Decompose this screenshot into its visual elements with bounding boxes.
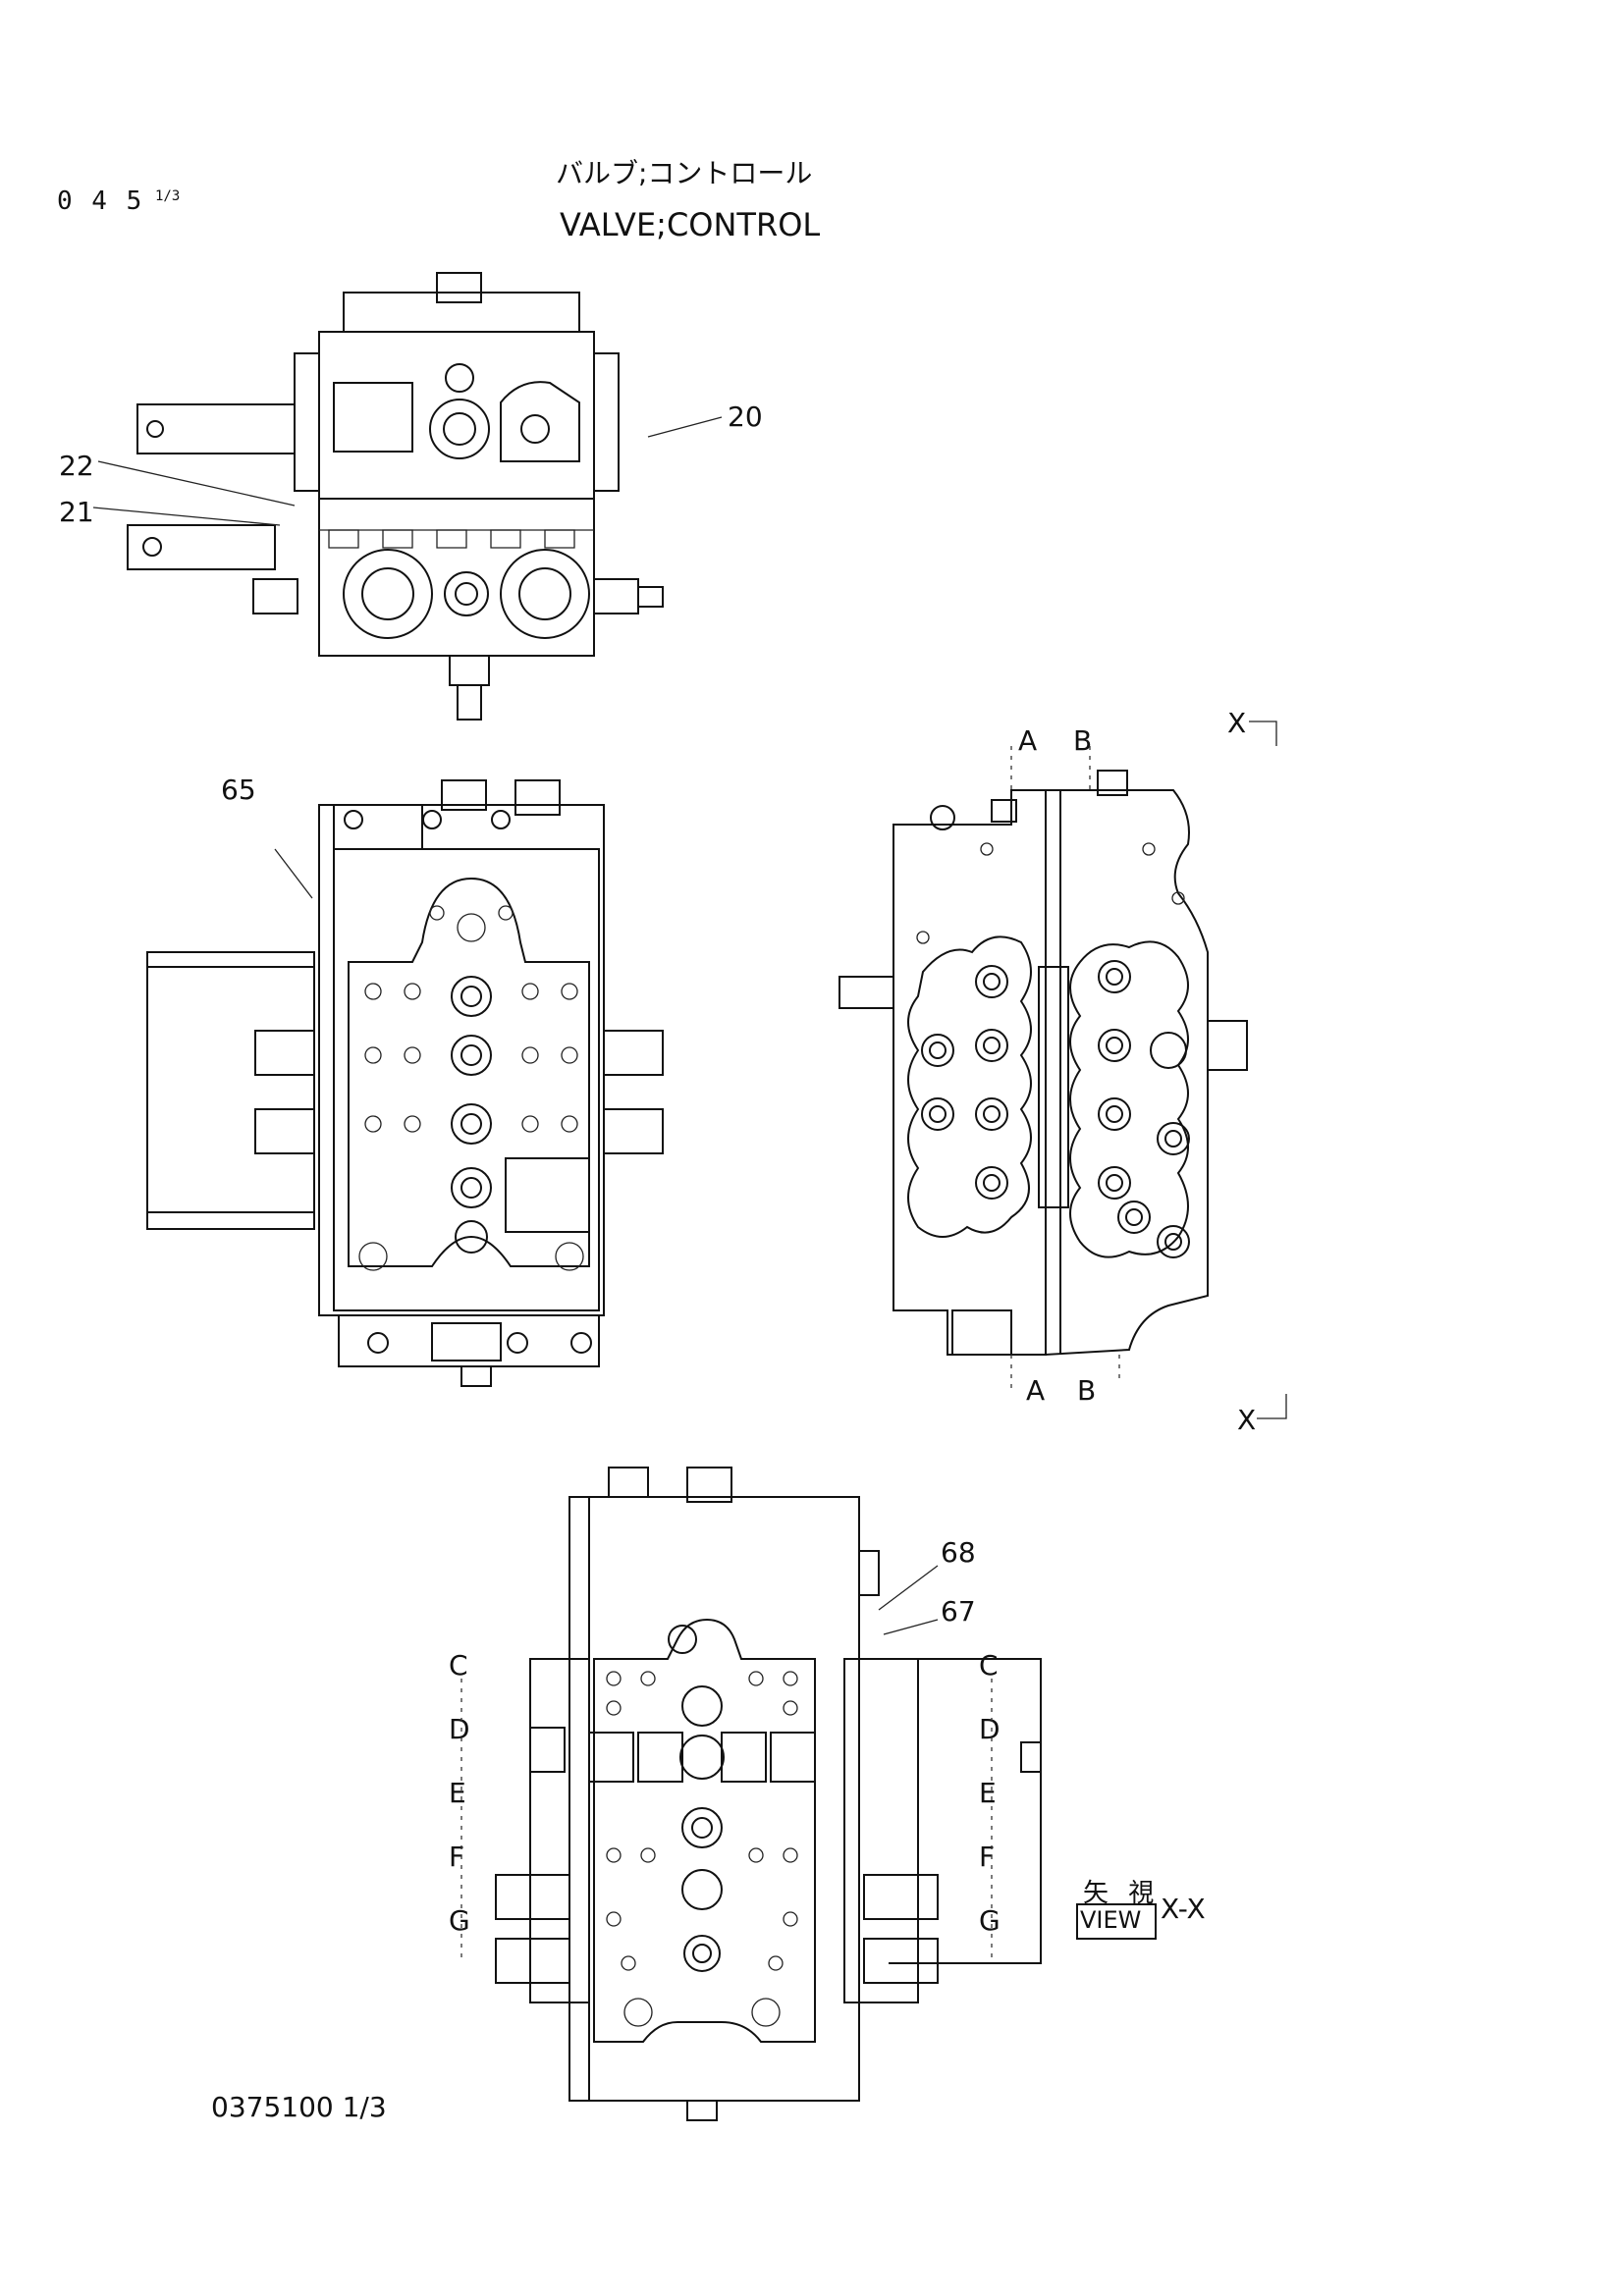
view-letter-left-e: E: [449, 1777, 466, 1809]
front-view-side-block: [147, 952, 314, 1229]
front-view: [147, 780, 663, 1386]
view-letter-left-f: F: [449, 1841, 465, 1873]
callout-65: 65: [221, 774, 256, 806]
front-view-plate-outline: [349, 879, 589, 1266]
view-x-bolt-holes: [607, 1672, 797, 2026]
view-letter-left-d: D: [449, 1713, 470, 1745]
view-label-english: VIEW: [1080, 1906, 1142, 1934]
drawing-number: 0375100 1/3: [211, 2091, 387, 2123]
section-mark-x-top: X: [1227, 707, 1247, 739]
section-mark-b-top: B: [1073, 724, 1093, 757]
section-mark-x-bottom: X: [1237, 1404, 1257, 1436]
callout-22: 22: [59, 450, 94, 482]
view-letter-left-g: G: [449, 1904, 470, 1937]
side-view-right-half: [1046, 790, 1208, 1355]
view-letter-right-g: G: [979, 1904, 1001, 1937]
view-label-suffix: X-X: [1161, 1893, 1206, 1925]
title-japanese: バルブ;コントロール: [556, 157, 813, 189]
top-view-gasket-strip: [329, 530, 574, 548]
top-view-port-right: [501, 550, 589, 638]
side-view: [839, 721, 1286, 1418]
view-letter-right-e: E: [979, 1777, 997, 1809]
side-view-left-half: [893, 790, 1046, 1355]
callout-21: 21: [59, 496, 94, 528]
front-view-bolt-holes: [359, 906, 583, 1270]
view-letter-right-d: D: [979, 1713, 1001, 1745]
view-letter-left-c: C: [449, 1649, 468, 1682]
page-fraction: 1/3: [155, 188, 181, 204]
view-label-box: [1077, 1904, 1156, 1939]
view-x-side-block: [889, 1659, 1041, 1963]
side-view-left-plate: [908, 936, 1031, 1237]
callout-68: 68: [941, 1536, 976, 1569]
top-view-port-left: [344, 550, 432, 638]
view-x-body: [589, 1497, 859, 2101]
top-view: [93, 273, 722, 720]
page-code: 0 4 5: [57, 187, 144, 216]
callout-67: 67: [941, 1595, 976, 1628]
view-letter-right-f: F: [979, 1841, 996, 1873]
section-mark-a-top: A: [1018, 724, 1038, 757]
section-mark-b-bottom: B: [1077, 1374, 1097, 1407]
top-view-body: [319, 332, 594, 656]
title-english: VALVE;CONTROL: [560, 206, 821, 243]
view-x-x: [461, 1468, 1041, 2120]
section-mark-a-bottom: A: [1026, 1374, 1046, 1407]
view-x-plate-outline: [594, 1620, 815, 2042]
view-letter-right-c: C: [979, 1649, 999, 1682]
side-view-right-plate: [1070, 941, 1188, 1256]
callout-20: 20: [728, 400, 763, 433]
